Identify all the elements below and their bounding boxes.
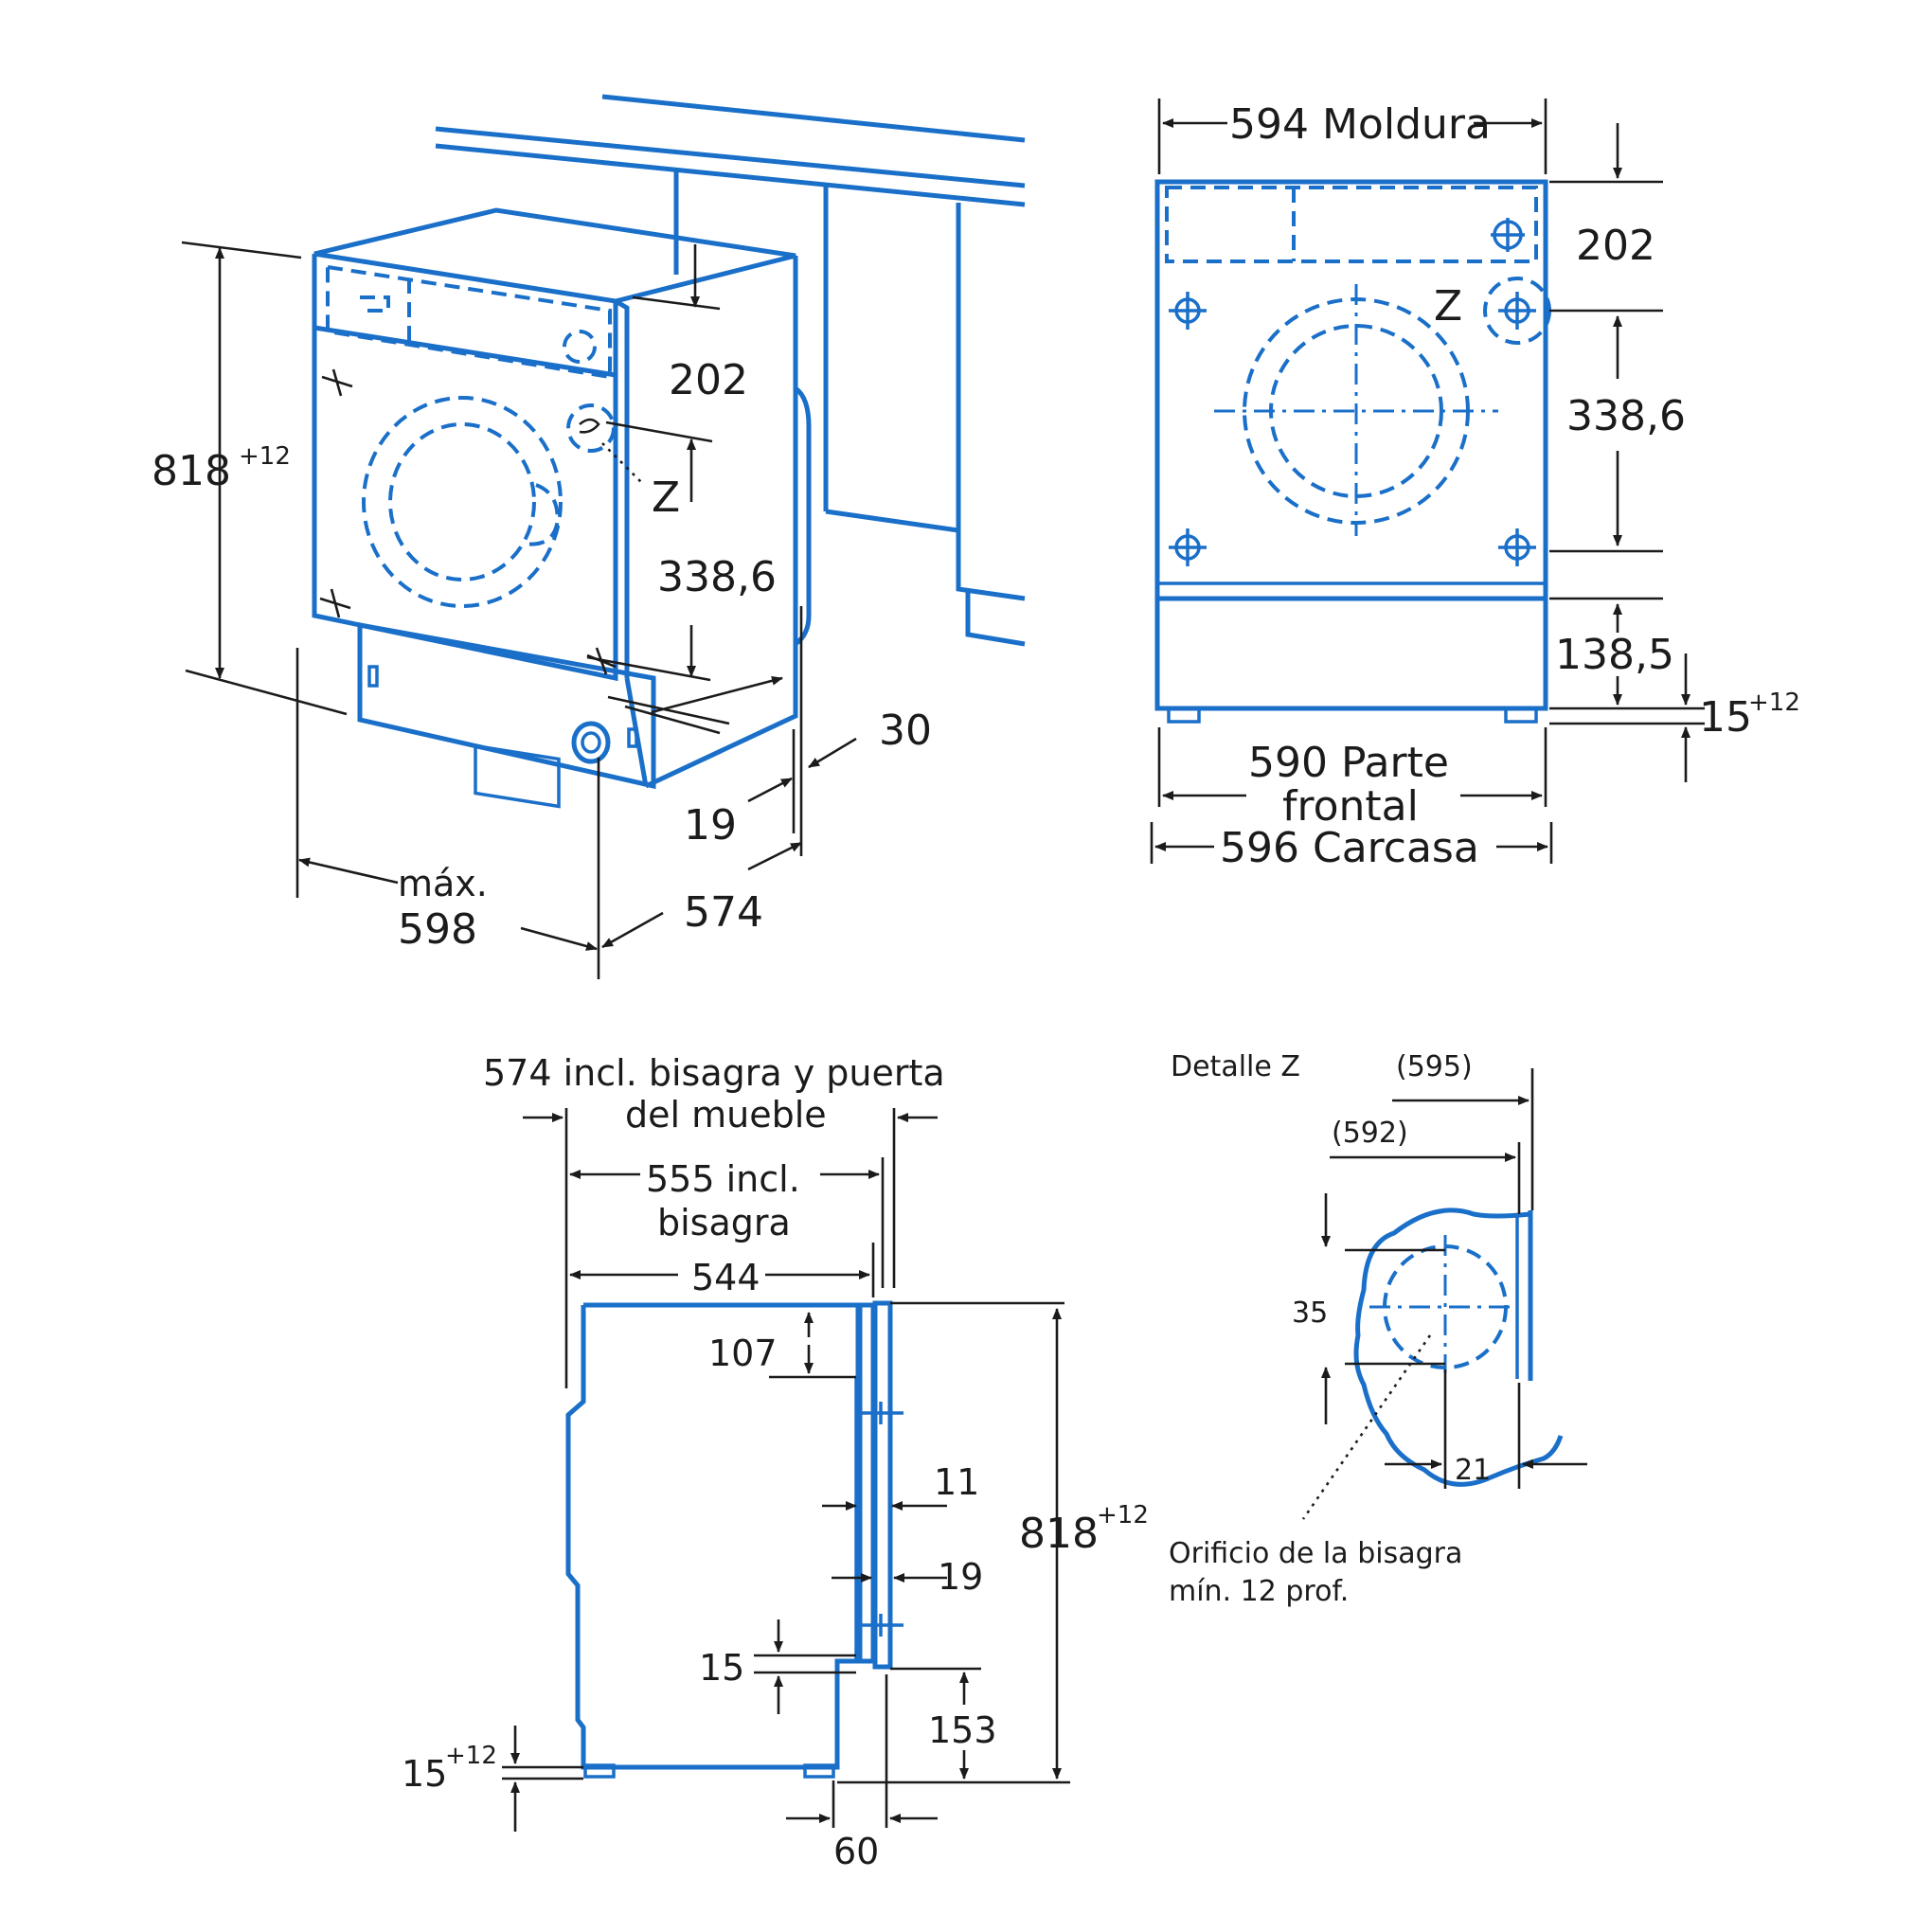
- side-11-label: 11: [934, 1461, 979, 1503]
- side-574-line1: 574 incl. bisagra y puerta: [483, 1052, 945, 1094]
- detail-z-dimensions: [1301, 1068, 1587, 1520]
- foot-right: [1504, 707, 1538, 724]
- iso-z-label: Z: [652, 474, 680, 522]
- front-feet-tol: +12: [1748, 689, 1800, 717]
- detail-note-line2: mín. 12 prof.: [1169, 1575, 1349, 1608]
- side-818-label: 818: [1019, 1510, 1099, 1558]
- foot-left: [1167, 707, 1201, 724]
- foot-front: [583, 1763, 616, 1779]
- side-153-label: 153: [928, 1709, 997, 1751]
- detail-note-line1: Orificio de la bisagra: [1169, 1537, 1462, 1570]
- iso-max-word: máx.: [398, 863, 488, 904]
- detail-35-label: 35: [1292, 1297, 1328, 1330]
- side-544-label: 544: [691, 1257, 760, 1298]
- front-view: 594 Moldura 202 Z 338,6 138,5 15 +12 590…: [1150, 98, 1800, 872]
- front-frontal-label: frontal: [1282, 782, 1419, 831]
- machine-iso: [312, 207, 812, 809]
- side-818-tol: +12: [1097, 1501, 1149, 1530]
- furniture-door: [872, 1300, 893, 1670]
- detail-21-label: 21: [1455, 1454, 1491, 1487]
- cabinet-outline: [435, 94, 1026, 647]
- iso-30-label: 30: [879, 707, 932, 755]
- side-dimensions: [502, 1108, 1070, 1832]
- program-knob: [571, 721, 611, 764]
- front-moldura-label: 594 Moldura: [1229, 100, 1491, 149]
- front-dimensions: [1150, 98, 1705, 864]
- front-z-label: Z: [1434, 282, 1462, 331]
- crosshair-icon: [1169, 218, 1536, 566]
- side-60-label: 60: [833, 1831, 879, 1872]
- side-19-label: 19: [938, 1556, 983, 1598]
- iso-view: 818 +12 202 Z 338,6 30 19 574 máx. 598: [152, 94, 1026, 979]
- side-107-label: 107: [708, 1333, 778, 1374]
- front-590-label: 590 Parte: [1248, 739, 1449, 787]
- iso-338-label: 338,6: [657, 553, 777, 601]
- side-15-label: 15: [699, 1647, 744, 1689]
- side-feet-label: 15: [402, 1753, 447, 1795]
- detail-z-view: Detalle Z (595) (592) 35 21 Orificio de …: [1169, 1050, 1587, 1608]
- front-138-label: 138,5: [1555, 631, 1674, 679]
- machine-front: [1154, 179, 1551, 724]
- iso-height-label: 818: [152, 447, 231, 495]
- detail-592-label: (592): [1332, 1117, 1408, 1150]
- detail-z-title: Detalle Z: [1171, 1050, 1300, 1083]
- detail-z-shape: [1353, 1208, 1564, 1487]
- iso-height-tol: +12: [239, 442, 291, 471]
- control-panel-display: [474, 743, 561, 809]
- iso-574-label: 574: [684, 888, 763, 937]
- front-feet-label: 15: [1699, 693, 1752, 742]
- side-555-line1: 555 incl.: [646, 1158, 800, 1200]
- foot-rear: [803, 1763, 835, 1779]
- side-555-line2: bisagra: [657, 1202, 791, 1243]
- front-338-label: 338,6: [1566, 392, 1686, 440]
- iso-19-label: 19: [684, 801, 737, 850]
- machine-side: [565, 1300, 903, 1779]
- side-feet-tol: +12: [445, 1742, 497, 1770]
- iso-dimensions: [181, 241, 857, 979]
- front-202-label: 202: [1576, 222, 1655, 270]
- hinge-icon: [858, 1402, 903, 1637]
- iso-202-label: 202: [669, 356, 748, 404]
- front-596-label: 596 Carcasa: [1220, 824, 1479, 872]
- side-574-line2: del mueble: [625, 1094, 827, 1136]
- side-view: 574 incl. bisagra y puerta del mueble 55…: [402, 1052, 1149, 1872]
- detail-595-label: (595): [1396, 1050, 1473, 1083]
- iso-598-label: 598: [398, 905, 477, 954]
